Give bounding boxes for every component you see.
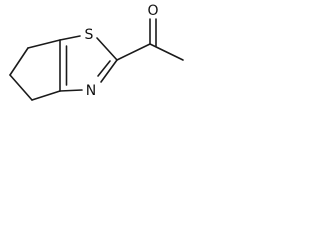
thiazole-ring — [59, 35, 118, 92]
sulfur-atom-label: S — [85, 27, 94, 43]
oxygen-atom-label: O — [147, 3, 158, 19]
fusion-double-bond — [59, 39, 68, 92]
bond-s-c2 — [96, 37, 118, 61]
bond-ring-c1-c2 — [27, 39, 61, 49]
bond-ring-c4-c5 — [31, 90, 61, 101]
cyclopentane-ring — [9, 39, 61, 101]
bond-c2-carbonyl — [116, 43, 151, 61]
bond-c2-n-outer — [100, 59, 118, 83]
acetyl-group — [116, 18, 184, 61]
bond-carbonyl-methyl — [149, 43, 184, 61]
bond-c-s — [59, 35, 81, 41]
bond-c2-n-inner — [97, 60, 111, 77]
bond-n-c — [59, 89, 83, 92]
chemical-structure-diagram: O S N — [9, 3, 184, 101]
bond-ring-c2-c3 — [9, 47, 29, 76]
bond-ring-c3-c4 — [9, 74, 33, 101]
nitrogen-atom-label: N — [86, 83, 96, 99]
